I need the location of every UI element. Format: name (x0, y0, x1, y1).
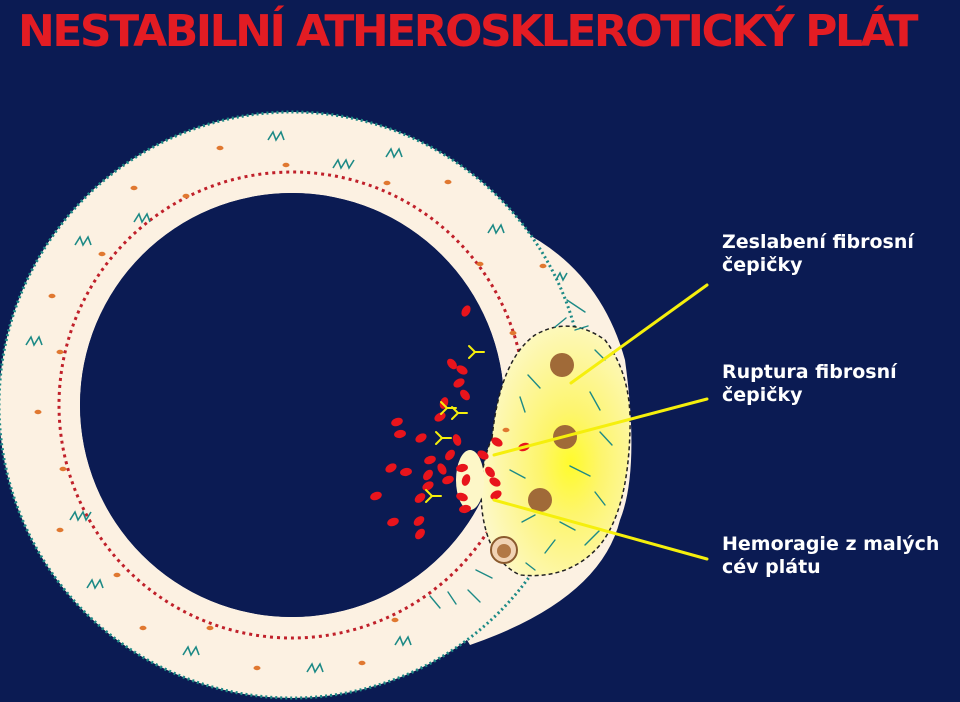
label-fibrous-cap-rupture: Ruptura fibrosní čepičky (722, 361, 897, 407)
pointer-line-rupture (492, 397, 709, 457)
foam-cell (528, 488, 552, 512)
page-title: NESTABILNÍ ATHEROSKLEROTICKÝ PLÁT (18, 6, 919, 57)
label-fibrous-cap-thinning: Zeslabení fibrosní čepičky (722, 231, 914, 277)
foam-cell (550, 353, 574, 377)
label-line: čepičky (722, 254, 803, 276)
label-line: Hemoragie z malých (722, 533, 940, 555)
pointer-line-thinning (569, 283, 709, 385)
label-line: Ruptura fibrosní (722, 361, 897, 383)
microvessel-core (497, 544, 511, 558)
smooth-muscle-cells (25, 130, 568, 674)
wall-nuclei (34, 145, 547, 671)
foam-cells (490, 353, 577, 564)
y-receptors (425, 345, 485, 503)
pointer-lines (492, 283, 709, 561)
label-plaque-hemorrhage: Hemoragie z malých cév plátu (722, 533, 939, 579)
vessel-lumen (80, 193, 504, 617)
label-line: Zeslabení fibrosní (722, 231, 914, 253)
label-line: cév plátu (722, 556, 821, 578)
atherosclerotic-plaque (480, 325, 631, 577)
red-blood-cells (370, 305, 530, 540)
label-line: čepičky (722, 384, 803, 406)
pointer-line-hemorrhage (492, 498, 709, 561)
